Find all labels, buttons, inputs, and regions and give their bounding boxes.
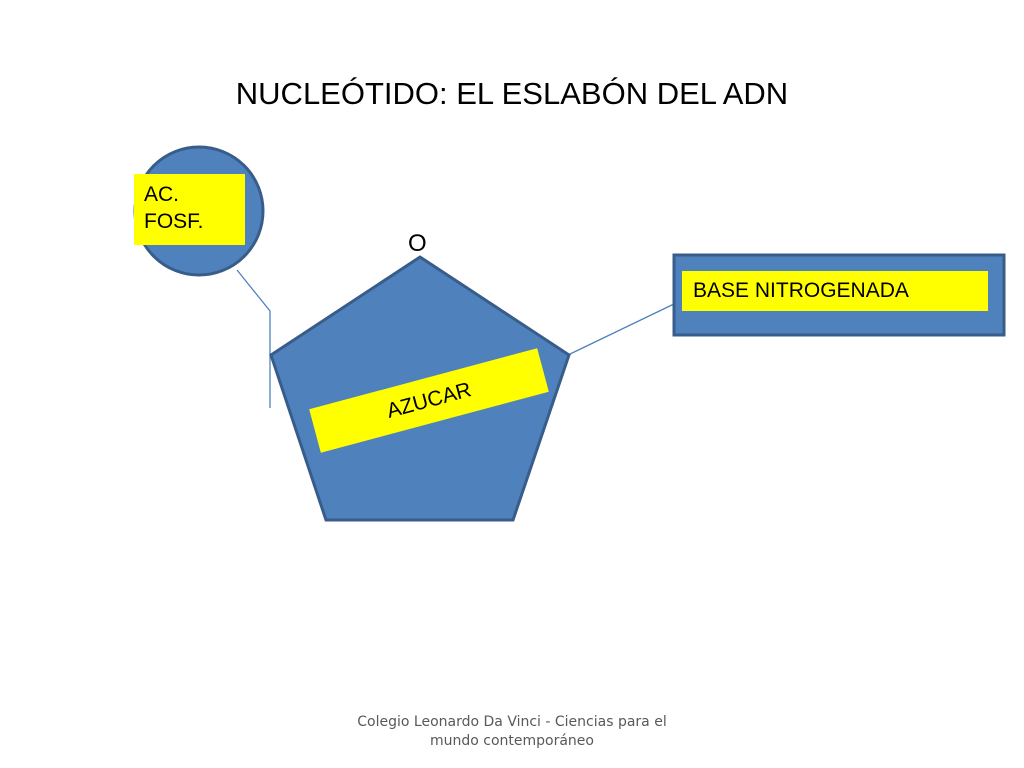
phosphate-label-line1: AC.: [144, 183, 180, 206]
page-title: NUCLEÓTIDO: EL ESLABÓN DEL ADN: [235, 76, 789, 111]
phosphate-label-line2: FOSF.: [144, 210, 204, 233]
base-label: BASE NITROGENADA: [682, 271, 988, 311]
phosphate-label: AC. FOSF.: [134, 174, 245, 245]
footer-line2: mundo contemporáneo: [429, 733, 594, 749]
phosphate-sugar-bond: [236, 269, 271, 408]
footer-line1: Colegio Leonardo Da Vinci - Ciencias par…: [357, 714, 667, 730]
footer-text: Colegio Leonardo Da Vinci - Ciencias par…: [342, 713, 682, 751]
sugar-base-bond: [567, 302, 677, 356]
oxygen-label: O: [408, 230, 427, 257]
